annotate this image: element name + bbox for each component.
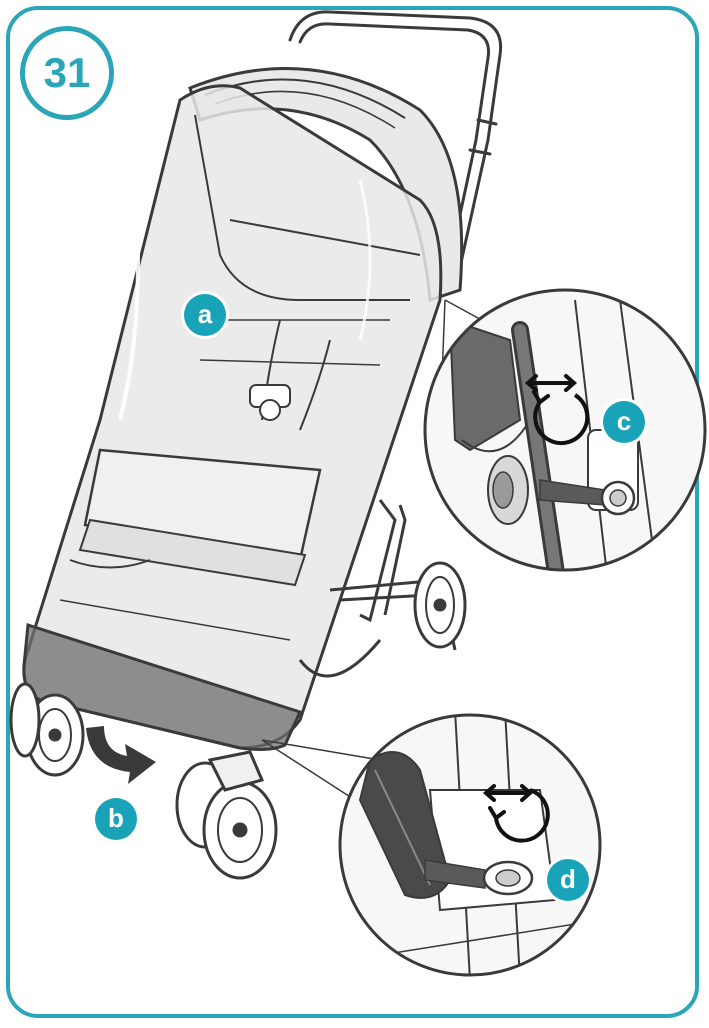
front-wheel-right (175, 750, 278, 880)
front-wheel-left (9, 682, 85, 777)
fold-arrow-b (86, 726, 156, 784)
step-number-badge: 31 (20, 26, 114, 120)
stroller-handlebar (288, 10, 503, 292)
detail-circle-d (338, 713, 602, 977)
rain-cover (22, 84, 443, 751)
rotate-arrow-icon-d (482, 784, 550, 843)
callout-b: b (95, 798, 137, 840)
callout-d: d (547, 859, 589, 901)
detail-view-c (425, 290, 705, 570)
step-number: 31 (43, 49, 91, 96)
detail-view-d (340, 715, 600, 975)
rear-wheel-right (413, 561, 467, 649)
rotate-arrow-icon-c (524, 374, 590, 446)
callout-c: c (603, 401, 645, 443)
detail-circle-c (423, 288, 707, 572)
callout-a: a (184, 294, 226, 336)
